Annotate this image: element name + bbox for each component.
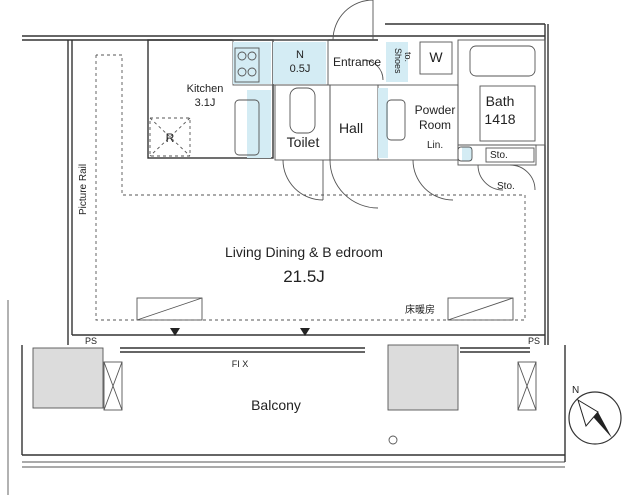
storage-label-2: Sto. <box>497 181 515 192</box>
powder-room-label-2: Room <box>419 118 451 132</box>
shoes-sub-label: to. <box>403 52 413 62</box>
bath-label: Bath <box>486 93 515 109</box>
picture-rail-label: Picture Rail <box>78 164 89 215</box>
balcony-label: Balcony <box>251 397 301 413</box>
shoes-label: Shoes <box>393 48 403 74</box>
bath-size: 1418 <box>484 111 515 127</box>
compass-north-label: N <box>572 385 579 396</box>
service-walls <box>147 39 546 166</box>
outdoor-units <box>103 361 537 411</box>
balcony-railing <box>7 300 566 495</box>
window-line <box>120 328 530 353</box>
powder-room-label-1: Powder <box>415 103 456 117</box>
kitchen-label: Kitchen <box>187 83 224 95</box>
floor-heating-label: 床暖房 <box>405 303 435 316</box>
entrance-label: Entrance <box>333 55 381 69</box>
kitchen-size: 3.1J <box>195 97 216 109</box>
fix-window-label: FI X <box>232 359 249 369</box>
toilet-label: Toilet <box>287 134 320 150</box>
living-boundary <box>95 54 526 321</box>
ps-label-right: PS <box>528 336 540 346</box>
washer-label: W <box>429 49 443 65</box>
doors <box>282 0 536 209</box>
living-room-size: 21.5J <box>283 267 325 286</box>
living-room-label: Living Dining & B edroom <box>225 244 383 260</box>
linen-label: Lin. <box>427 140 443 151</box>
north-room-label: N <box>296 49 304 61</box>
fixtures <box>234 41 536 163</box>
refrigerator-space <box>149 117 191 157</box>
wet-areas <box>233 42 472 161</box>
columns <box>32 344 459 411</box>
ps-label-left: PS <box>85 336 97 346</box>
refrigerator-label: R <box>166 131 175 145</box>
hall-label: Hall <box>339 120 363 136</box>
storage-label-1: Sto. <box>490 150 508 161</box>
north-room-size: 0.5J <box>290 63 311 75</box>
compass-icon <box>568 391 622 445</box>
floor-heating-panels <box>136 297 514 321</box>
